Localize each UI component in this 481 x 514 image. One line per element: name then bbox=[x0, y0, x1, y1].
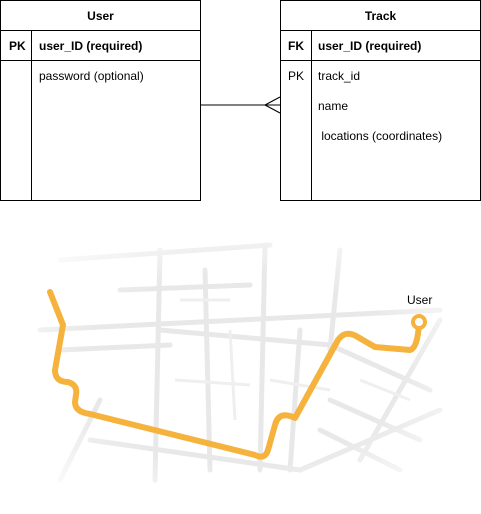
track-field-track-id: track_id bbox=[318, 69, 361, 83]
route-path bbox=[47, 289, 422, 460]
user-key-row: PK user_ID (required) bbox=[1, 31, 200, 61]
track-entity-title: Track bbox=[281, 1, 480, 31]
track-field-name: name bbox=[318, 99, 349, 113]
user-key-field: user_ID (required) bbox=[39, 39, 143, 53]
user-field-password: password (optional) bbox=[39, 69, 144, 83]
user-entity-title: User bbox=[1, 1, 200, 31]
track-field-locations: locations (coordinates) bbox=[318, 129, 443, 143]
track-key-field: user_ID (required) bbox=[318, 39, 422, 53]
track-key-row: FK user_ID (required) bbox=[281, 31, 480, 61]
track-key-type: FK bbox=[288, 39, 304, 53]
route-endpoint-label: User bbox=[407, 293, 433, 307]
track-field-pk-tag: PK bbox=[288, 69, 305, 83]
user-column-divider bbox=[31, 31, 32, 200]
route-endpoint-marker bbox=[411, 314, 427, 330]
user-key-type: PK bbox=[9, 39, 26, 53]
track-entity: Track FK user_ID (required) PK track_id … bbox=[280, 0, 481, 201]
track-column-divider bbox=[311, 31, 312, 200]
user-entity: User PK user_ID (required) password (opt… bbox=[0, 0, 201, 201]
